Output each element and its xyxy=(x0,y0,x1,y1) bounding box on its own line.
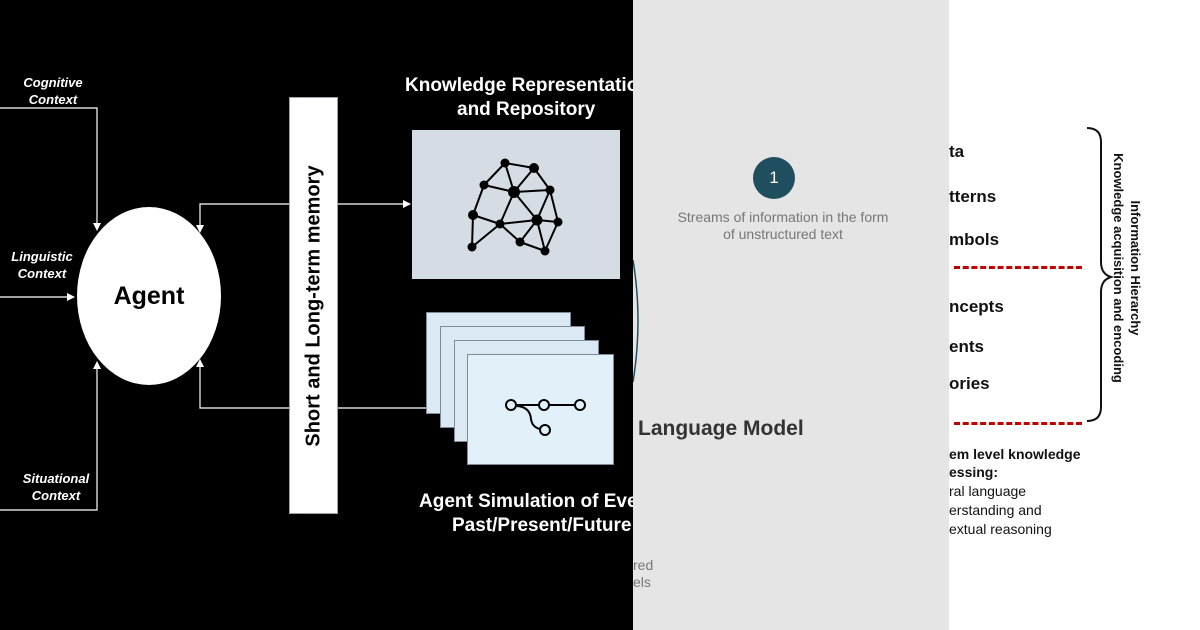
knowledge-repository-box xyxy=(412,130,620,279)
cognitive-context-line-1: Cognitive xyxy=(23,75,83,90)
memory-bar: Short and Long-term memory xyxy=(289,97,338,514)
step-description-line-1: Streams of information in the form xyxy=(677,209,889,225)
simulation-title: Agent Simulation of Eve Past/Present/Fut… xyxy=(419,490,633,538)
simulation-card-front xyxy=(467,354,614,465)
situational-context-line-2: Context xyxy=(31,488,81,503)
cut-text-fragment: els xyxy=(633,574,651,590)
knowledge-title: Knowledge Representatio and Repository xyxy=(405,74,633,122)
cognitive-context-label: Cognitive Context xyxy=(14,74,92,108)
hierarchy-level: mbols xyxy=(949,230,1000,249)
simulation-title-line-2: Past/Present/Future xyxy=(452,515,632,536)
system-level-title: em level knowledge essing: xyxy=(949,445,1081,481)
situational-context-line-1: Situational xyxy=(22,471,90,486)
knowledge-graph-icon xyxy=(467,158,563,256)
memory-to-agent-top-arrow xyxy=(196,203,289,233)
agent-architecture-panel: Cognitive Context Linguistic Context Sit… xyxy=(0,0,633,630)
memory-to-agent-bottom-arrow xyxy=(196,359,289,409)
agent-node: Agent xyxy=(77,207,221,385)
model-arc xyxy=(633,259,639,383)
information-hierarchy-panel: ta tterns mbols ncepts ents ories em lev… xyxy=(949,0,1200,630)
situational-arrow xyxy=(0,361,101,511)
agent-label: Agent xyxy=(113,281,185,310)
knowledge-title-line-2: and Repository xyxy=(457,99,596,120)
cognitive-context-line-2: Context xyxy=(28,92,78,107)
connector-lines xyxy=(0,107,428,511)
step-description: Streams of information in the form of un… xyxy=(663,209,903,243)
step-number-badge: 1 xyxy=(753,157,795,199)
system-title-line-1: em level knowledge xyxy=(949,446,1081,462)
linguistic-context-line-1: Linguistic xyxy=(11,249,73,264)
dashed-separator xyxy=(954,266,1082,269)
system-level-line: ral language xyxy=(949,483,1027,499)
cut-text-fragment: red xyxy=(633,557,654,573)
system-title-line-2: essing: xyxy=(949,464,999,480)
memory-label: Short and Long-term memory xyxy=(302,164,324,447)
hierarchy-level: ta xyxy=(949,142,965,161)
hierarchy-level: ncepts xyxy=(949,297,1004,316)
situational-context-label: Situational Context xyxy=(14,470,98,504)
step-number: 1 xyxy=(769,168,779,187)
branching-path-icon xyxy=(505,399,586,436)
step-description-line-2: of unstructured text xyxy=(723,226,843,242)
vertical-title-line-2: Knowledge acquisition and encoding xyxy=(1111,153,1126,383)
knowledge-title-line-1: Knowledge Representatio xyxy=(405,75,633,96)
vertical-title: Information Hierarchy Knowledge acquisit… xyxy=(1087,118,1167,418)
language-model-panel: 1 Streams of information in the form of … xyxy=(633,0,949,630)
system-level-line: erstanding and xyxy=(949,502,1042,518)
cognitive-arrow xyxy=(0,107,101,231)
dashed-separator xyxy=(954,422,1082,425)
system-level-line: extual reasoning xyxy=(949,521,1052,537)
vertical-title-line-1: Information Hierarchy xyxy=(1128,200,1143,336)
hierarchy-level: tterns xyxy=(949,187,997,206)
curly-brace-icon xyxy=(1086,127,1115,422)
simulation-title-line-1: Agent Simulation of Eve xyxy=(419,491,633,512)
hierarchy-level: ents xyxy=(949,337,984,356)
linguistic-context-label: Linguistic Context xyxy=(3,248,81,282)
hierarchy-level: ories xyxy=(949,374,990,393)
language-model-label: Language Model xyxy=(638,417,804,440)
linguistic-context-line-2: Context xyxy=(17,266,67,281)
